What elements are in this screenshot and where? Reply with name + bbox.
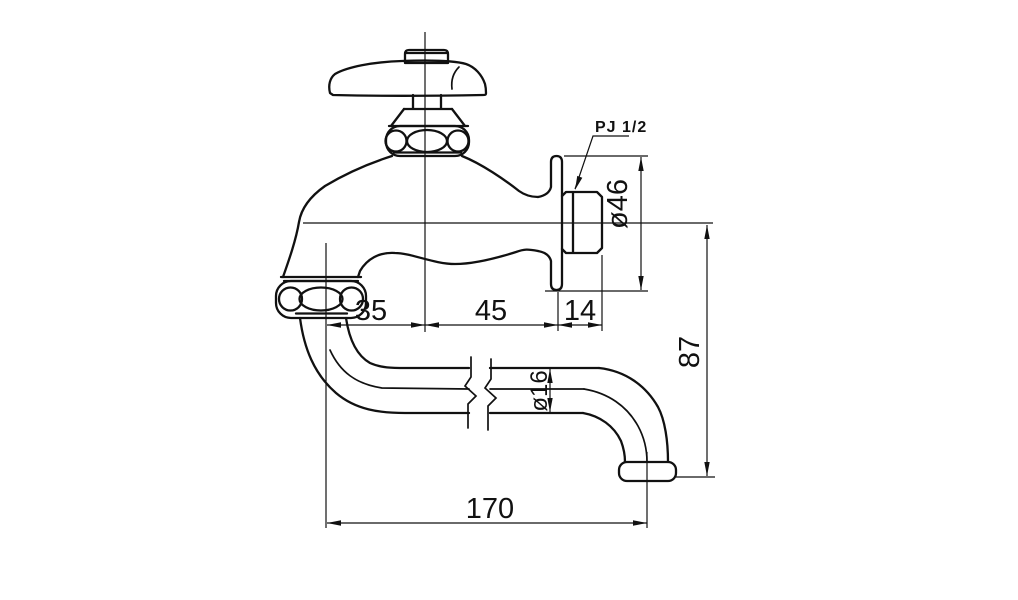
dim-label-reach: 170 — [466, 493, 514, 525]
pipe-mid-left — [329, 349, 470, 390]
bonnet-nut-face — [405, 128, 449, 154]
handle-spoke-detail — [450, 66, 460, 90]
bonnet-nut — [384, 93, 471, 158]
pipe-inner-left — [344, 316, 471, 370]
dim-label-body-length: 45 — [475, 295, 507, 327]
spout-pipe — [298, 316, 678, 483]
spout-nut-right-face — [338, 286, 365, 312]
bonnet-taper — [387, 107, 470, 128]
center-lines — [303, 32, 713, 528]
dimension-arrowheads — [327, 157, 710, 526]
pipe-curve-outer — [597, 366, 670, 464]
dimension-labels: 35 45 14 170 ø46 87 ø16 PJ 1/2 — [355, 119, 706, 525]
handle-screw — [403, 48, 450, 65]
leader-line-thread — [574, 135, 629, 190]
spout-nut-face — [298, 286, 344, 312]
pipe-curve-inner — [581, 411, 627, 464]
faucet-handle — [328, 59, 488, 97]
break-line-right — [483, 358, 498, 431]
body-top-contour — [460, 154, 540, 199]
pipe-outer-left — [298, 316, 471, 415]
dimension-lines — [327, 135, 715, 524]
dim-label-flange-diameter: ø46 — [602, 179, 634, 229]
body-left-contour — [281, 154, 394, 279]
spout-nut — [274, 275, 368, 320]
dim-label-thread-length: 14 — [564, 295, 596, 327]
body-bottom-contour — [356, 248, 540, 279]
pipe-curve-mid — [583, 388, 648, 463]
bonnet-nut-left-face — [384, 129, 408, 153]
handle-outline — [328, 59, 488, 97]
spout-outlet-tip — [617, 460, 678, 483]
dim-label-mount-height: 87 — [674, 336, 706, 368]
spout-nut-left-face — [277, 286, 304, 312]
dim-label-spout-offset: 35 — [355, 295, 387, 327]
thread-type-label: PJ 1/2 — [595, 119, 647, 136]
spout-nut-band — [274, 279, 368, 320]
flange-outline — [536, 154, 564, 292]
handle-stem — [402, 93, 454, 111]
wall-flange — [536, 154, 604, 292]
thread-connector — [560, 190, 604, 255]
break-line-left — [463, 356, 478, 429]
bonnet-nut-right-face — [446, 129, 470, 153]
dim-label-pipe-diameter: ø16 — [526, 370, 553, 411]
faucet-body — [281, 154, 540, 279]
